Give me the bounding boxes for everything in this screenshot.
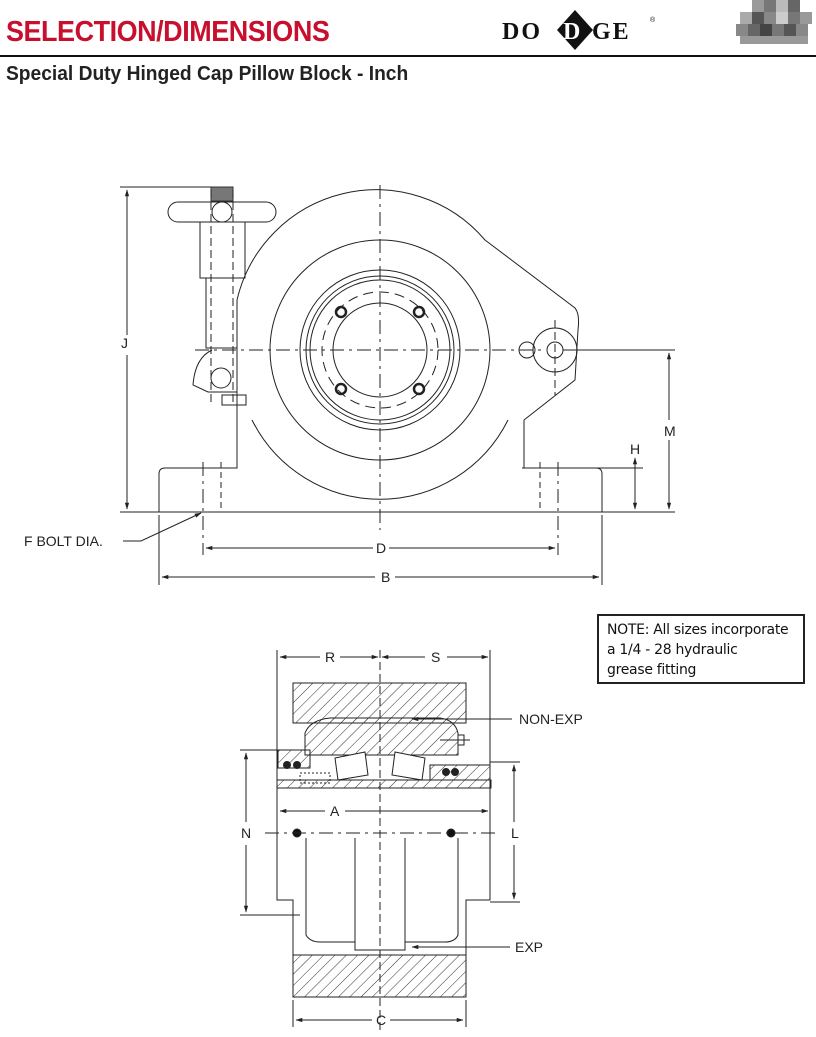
center-lines bbox=[195, 185, 559, 555]
page-title: SELECTION/DIMENSIONS bbox=[6, 16, 330, 48]
note-line: grease fitting bbox=[607, 662, 697, 678]
registered-mark: ® bbox=[650, 16, 656, 24]
f-bolt-leader bbox=[123, 512, 202, 542]
logo-text-right: GE bbox=[592, 19, 631, 45]
grease-fitting-note: NOTE: All sizes incorporate a 1/4 - 28 h… bbox=[597, 614, 805, 684]
logo-text-left: DO bbox=[502, 19, 542, 45]
product-thumbnail bbox=[736, 0, 812, 44]
page-subtitle: Special Duty Hinged Cap Pillow Block - I… bbox=[6, 63, 409, 85]
dodge-logo: DO D GE ® bbox=[502, 10, 656, 50]
label-h: H bbox=[630, 441, 641, 457]
dimension-j bbox=[120, 186, 211, 510]
note-line: NOTE: All sizes incorporate bbox=[607, 622, 789, 638]
label-s: S bbox=[431, 649, 441, 665]
label-c: C bbox=[376, 1012, 387, 1028]
label-n: N bbox=[241, 825, 252, 841]
label-r: R bbox=[325, 649, 336, 665]
label-f-bolt-dia: F BOLT DIA. bbox=[24, 533, 103, 549]
hinge-pin bbox=[518, 320, 578, 395]
label-m: M bbox=[664, 423, 676, 439]
t-handle-bolt bbox=[167, 186, 277, 406]
dimension-b bbox=[158, 515, 603, 585]
header-divider bbox=[0, 55, 816, 57]
housing-body bbox=[236, 189, 580, 500]
label-non-exp: NON-EXP bbox=[519, 711, 583, 727]
label-a: A bbox=[330, 803, 340, 819]
note-line: a 1/4 - 28 hydraulic bbox=[607, 642, 738, 658]
label-l: L bbox=[511, 825, 519, 841]
label-b: B bbox=[381, 569, 391, 585]
section-view-drawing bbox=[240, 650, 520, 1030]
pillow-block-base bbox=[120, 300, 675, 513]
label-exp: EXP bbox=[515, 939, 544, 955]
logo-text-mid: D bbox=[563, 19, 580, 45]
logo-diamond bbox=[557, 10, 593, 50]
label-j: J bbox=[121, 335, 128, 351]
label-d: D bbox=[376, 540, 387, 556]
set-screws bbox=[334, 305, 426, 396]
